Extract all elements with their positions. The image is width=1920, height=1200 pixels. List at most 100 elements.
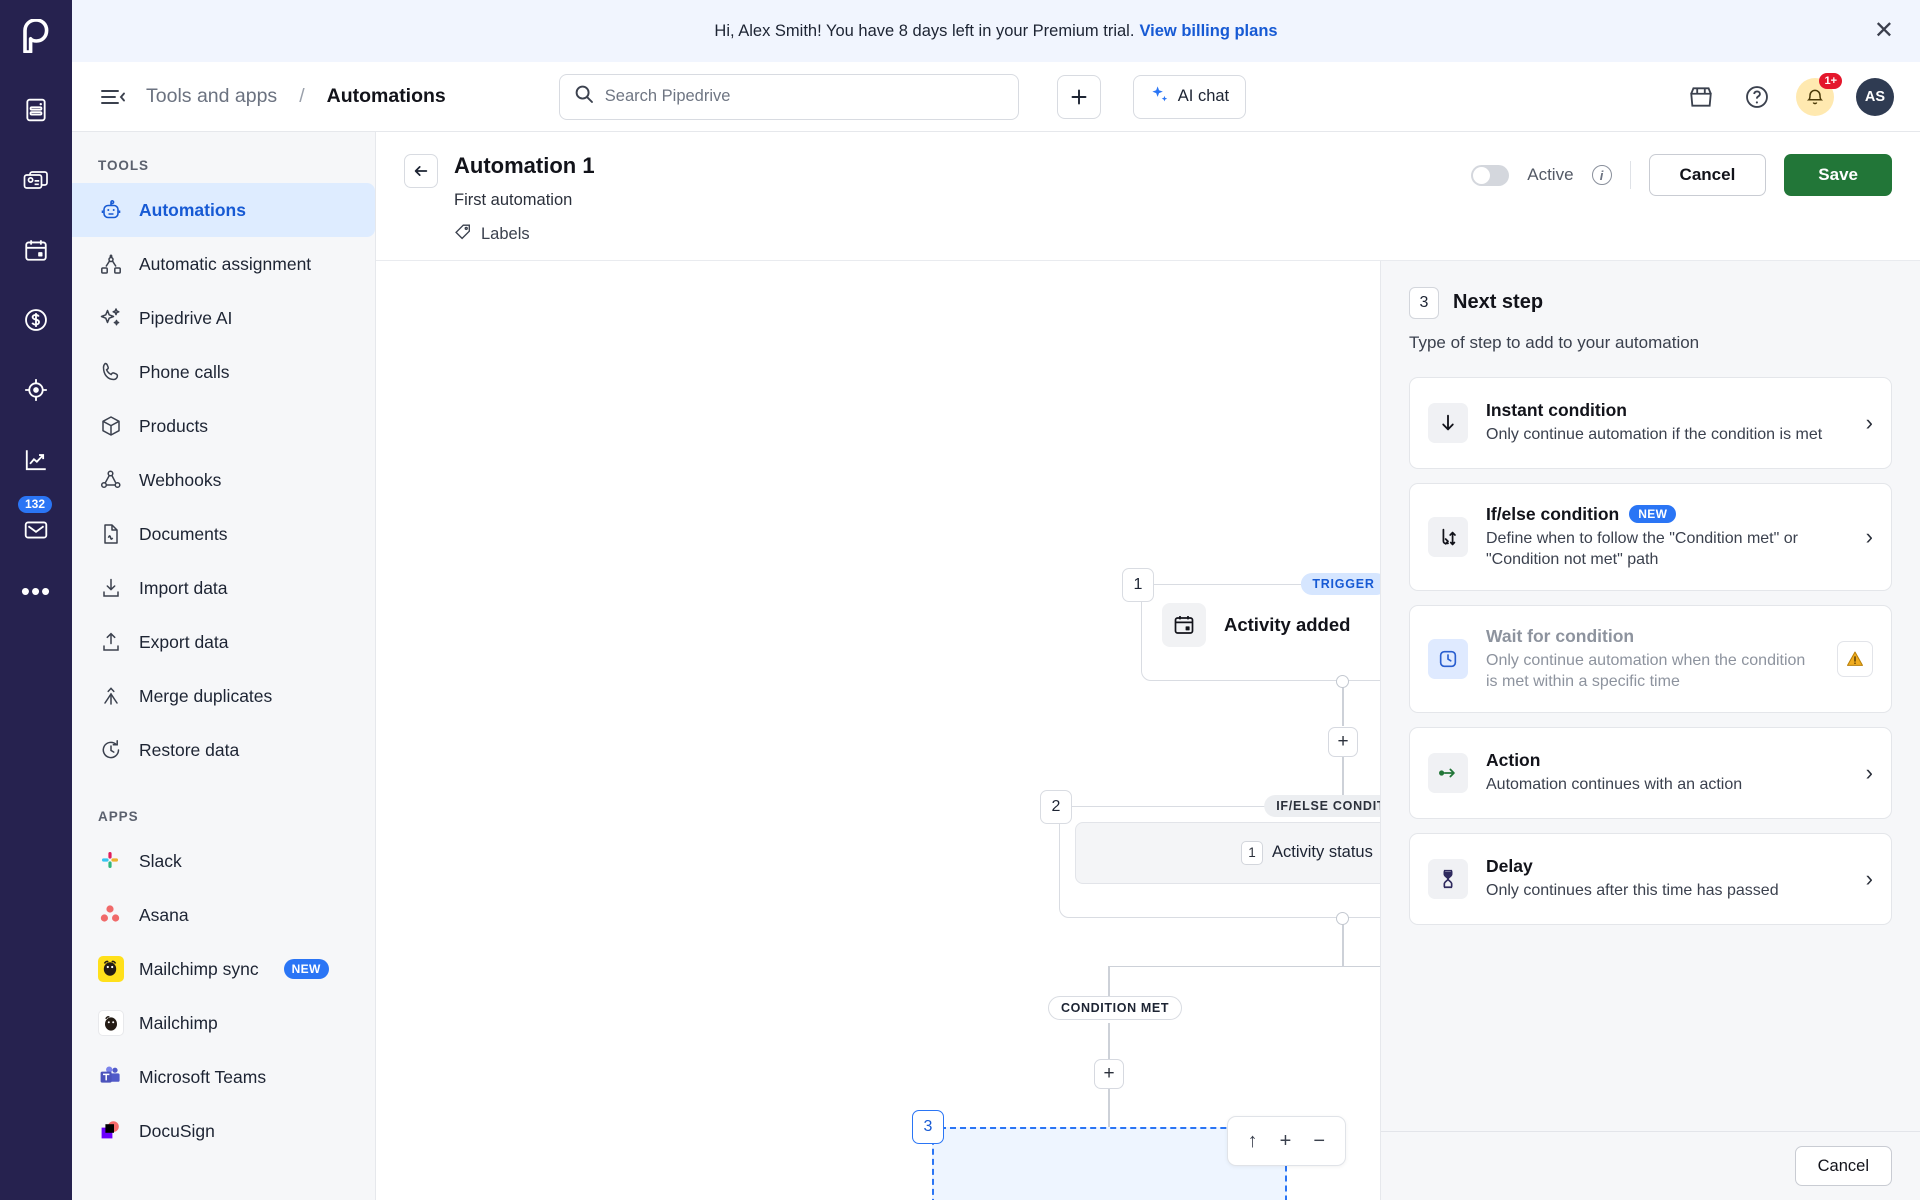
sidebar-section-tools: TOOLS xyxy=(98,158,149,173)
menu-toggle-icon[interactable] xyxy=(98,82,128,112)
sidebar-item-mailchimp-sync[interactable]: Mailchimp sync NEW xyxy=(72,942,375,996)
flow-canvas[interactable]: 1 TRIGGER Activity added + xyxy=(376,260,1380,1200)
trigger-body: Activity added xyxy=(1142,585,1380,665)
labels-label: Labels xyxy=(481,224,530,243)
chevron-right-icon: › xyxy=(1865,759,1873,785)
info-icon[interactable]: i xyxy=(1591,165,1612,185)
warning-icon[interactable] xyxy=(1837,640,1873,677)
step-option-title: Instant condition xyxy=(1486,400,1842,421)
step-option-action[interactable]: Action Automation continues with an acti… xyxy=(1409,726,1892,819)
labels-button[interactable]: Labels xyxy=(454,223,595,246)
new-badge: NEW xyxy=(1629,505,1677,523)
robot-icon xyxy=(98,197,124,223)
sidebar-item-pipedrive-ai[interactable]: Pipedrive AI xyxy=(72,291,375,345)
teams-logo xyxy=(98,1064,124,1090)
sidebar-item-asana[interactable]: Asana xyxy=(72,888,375,942)
step-option-text: Action Automation continues with an acti… xyxy=(1486,750,1842,795)
app-shell: Hi, Alex Smith! You have 8 days left in … xyxy=(72,0,1920,1200)
panel-cancel-button[interactable]: Cancel xyxy=(1794,1146,1892,1186)
automation-subtitle: First automation xyxy=(454,190,573,209)
step-option-title: If/else condition NEW xyxy=(1486,504,1842,525)
tag-icon xyxy=(454,223,472,246)
deals-icon[interactable] xyxy=(14,298,58,342)
notifications-button[interactable]: 1+ xyxy=(1796,72,1842,116)
sidebar-item-label: Documents xyxy=(139,523,228,544)
leads-icon[interactable] xyxy=(14,88,58,132)
sidebar-item-import-data[interactable]: Import data xyxy=(72,561,375,615)
insights-icon[interactable] xyxy=(14,438,58,482)
add-step-button-met[interactable]: + xyxy=(1094,1058,1124,1089)
condition-row[interactable]: 1 Activity status is To do xyxy=(1075,821,1380,884)
sidebar-item-automatic-assignment[interactable]: Automatic assignment xyxy=(72,237,375,291)
sidebar-item-merge-duplicates[interactable]: Merge duplicates xyxy=(72,669,375,723)
step-option-title-text: If/else condition xyxy=(1486,503,1620,524)
branch-split-line xyxy=(1108,965,1380,967)
arrow-up-icon[interactable]: ↑ xyxy=(1247,1130,1258,1152)
zoom-out-button[interactable]: − xyxy=(1313,1130,1325,1152)
projects-icon[interactable] xyxy=(14,368,58,412)
document-icon xyxy=(98,521,124,547)
step-option-instant-condition[interactable]: Instant condition Only continue automati… xyxy=(1409,376,1892,469)
sidebar-item-products[interactable]: Products xyxy=(72,399,375,453)
sidebar-item-mailchimp[interactable]: Mailchimp xyxy=(72,996,375,1050)
step-option-delay[interactable]: Delay Only continues after this time has… xyxy=(1409,832,1892,925)
step-option-text: Delay Only continues after this time has… xyxy=(1486,856,1842,901)
step-option-ifelse-condition[interactable]: If/else condition NEW Define when to fol… xyxy=(1409,482,1892,591)
sidebar-item-label: Microsoft Teams xyxy=(139,1066,267,1087)
webhook-icon xyxy=(98,467,124,493)
search-box[interactable] xyxy=(558,73,1019,120)
mail-icon[interactable]: 132 xyxy=(14,496,58,552)
arrow-left-icon[interactable] xyxy=(404,154,438,188)
sidebar-item-phone-calls[interactable]: Phone calls xyxy=(72,345,375,399)
automation-title-block: Automation 1 First automation Labels xyxy=(454,152,595,246)
ai-chat-button[interactable]: AI chat xyxy=(1132,74,1247,119)
more-icon[interactable]: ••• xyxy=(20,576,52,606)
ifelse-condition-node[interactable]: 2 IF/ELSE CONDITION 1 Activity status is… xyxy=(1040,789,1380,918)
sidebar-item-automations[interactable]: Automations xyxy=(72,183,375,237)
zoom-in-button[interactable]: + xyxy=(1279,1130,1292,1152)
breadcrumb-tools-and-apps[interactable]: Tools and apps xyxy=(146,85,278,107)
add-step-button-1[interactable]: + xyxy=(1328,726,1358,757)
step-option-title: Delay xyxy=(1486,856,1842,877)
sidebar-item-microsoft-teams[interactable]: Microsoft Teams xyxy=(72,1050,375,1104)
next-step-footer: Cancel xyxy=(1381,1131,1920,1200)
step-option-title-text: Wait for condition xyxy=(1486,625,1635,646)
breadcrumb-current: Automations xyxy=(326,85,446,107)
topbar-actions: 1+ AS xyxy=(1684,72,1894,116)
add-new-button[interactable] xyxy=(1056,74,1101,119)
sidebar-item-documents[interactable]: Documents xyxy=(72,507,375,561)
asana-logo xyxy=(98,902,124,928)
avatar[interactable]: AS xyxy=(1856,77,1894,116)
work-area: 1 TRIGGER Activity added + xyxy=(376,260,1920,1200)
sidebar-item-restore-data[interactable]: Restore data xyxy=(72,723,375,777)
mailchimp-logo xyxy=(98,1010,124,1036)
sidebar-section-apps: APPS xyxy=(98,809,139,824)
marketplace-icon[interactable] xyxy=(1684,80,1718,114)
slack-logo xyxy=(98,848,124,874)
sidebar-item-slack[interactable]: Slack xyxy=(72,834,375,888)
sidebar-item-webhooks[interactable]: Webhooks xyxy=(72,453,375,507)
close-icon[interactable]: ✕ xyxy=(1873,17,1894,44)
help-icon[interactable] xyxy=(1740,80,1774,114)
trigger-step-number: 1 xyxy=(1122,567,1154,602)
sidebar-item-label: Products xyxy=(139,415,209,436)
sidebar-item-docusign[interactable]: DocuSign xyxy=(72,1104,375,1158)
notification-count-badge: 1+ xyxy=(1819,72,1842,89)
sidebar-item-label: Pipedrive AI xyxy=(139,307,233,328)
top-bar: Tools and apps / Automations AI chat xyxy=(72,62,1920,132)
save-button[interactable]: Save xyxy=(1784,154,1892,196)
cancel-button[interactable]: Cancel xyxy=(1648,154,1767,196)
contacts-icon[interactable] xyxy=(14,158,58,202)
sidebar-item-export-data[interactable]: Export data xyxy=(72,615,375,669)
sidebar-item-label: Phone calls xyxy=(139,361,230,382)
active-toggle[interactable] xyxy=(1471,164,1510,186)
view-billing-plans-link[interactable]: View billing plans xyxy=(1139,21,1278,40)
step-option-desc: Define when to follow the "Condition met… xyxy=(1486,529,1798,568)
sidebar-item-label: Mailchimp sync xyxy=(139,958,259,979)
calendar-icon[interactable] xyxy=(14,228,58,272)
search-input[interactable] xyxy=(604,87,1004,106)
phone-icon xyxy=(98,359,124,385)
trigger-node[interactable]: 1 TRIGGER Activity added xyxy=(1122,567,1380,681)
pipedrive-logo[interactable] xyxy=(14,14,58,58)
connector-line xyxy=(1342,756,1344,809)
